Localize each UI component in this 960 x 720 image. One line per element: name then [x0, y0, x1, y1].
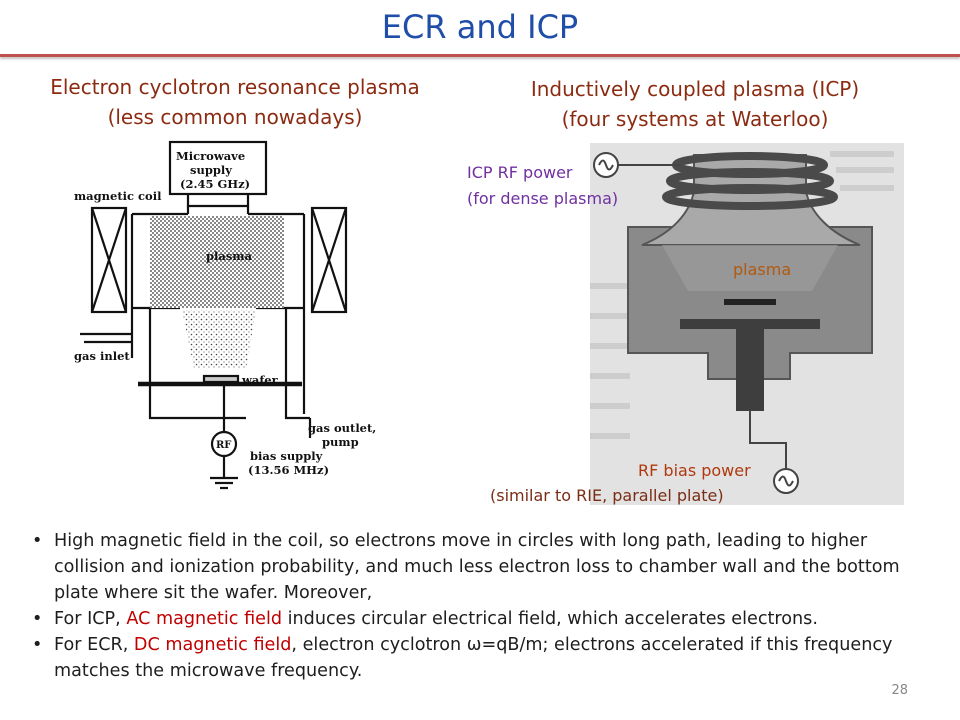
title-rule: [0, 54, 960, 57]
ecr-plasma-region: [150, 216, 284, 308]
gas-inlet-label: gas inlet: [74, 349, 130, 363]
bullet-pre: For ICP,: [54, 609, 127, 629]
bias-supply-label-2: (13.56 MHz): [248, 463, 329, 477]
icp-rf-power-line2: (for dense plasma): [467, 189, 619, 208]
icp-wafer: [724, 299, 776, 305]
bias-supply-label-1: bias supply: [250, 449, 323, 463]
ecr-title-line1: Electron cyclotron resonance plasma: [50, 75, 420, 99]
icp-rf-power-label: ICP RF power (for dense plasma): [467, 160, 618, 212]
magnetic-coil-label: magnetic coil: [74, 189, 162, 203]
slide-title: ECR and ICP: [381, 8, 579, 46]
bullet-highlight: AC magnetic field: [126, 609, 283, 629]
icp-electrode-stem: [736, 329, 764, 411]
bullet-text: High magnetic field in the coil, so elec…: [54, 531, 900, 603]
icp-title-line1: Inductively coupled plasma (ICP): [530, 77, 860, 101]
ecr-diagram: Microwave supply (2.45 GHz) magnetic coi…: [74, 140, 376, 490]
bullet-post: induces circular electrical field, which…: [282, 609, 818, 629]
bullet-highlight: DC magnetic field: [133, 635, 292, 655]
bullet-item: For ICP, AC magnetic field induces circu…: [32, 606, 912, 632]
rf-bias-note: (similar to RIE, parallel plate): [490, 486, 724, 505]
bullet-list: High magnetic field in the coil, so elec…: [32, 528, 912, 684]
microwave-label-2: supply: [190, 163, 232, 177]
icp-title: Inductively coupled plasma (ICP) (four s…: [480, 74, 910, 134]
icp-plasma-region: [662, 245, 838, 291]
icp-diagram: [590, 143, 904, 505]
magnetic-coil-left: [90, 206, 128, 314]
microwave-label-3: (2.45 GHz): [180, 177, 250, 191]
icp-plasma-label: plasma: [733, 260, 792, 279]
rf-label: RF: [216, 440, 231, 451]
wafer: [202, 374, 240, 384]
gas-outlet-label-2: pump: [322, 435, 359, 449]
icp-title-line2: (four systems at Waterloo): [561, 107, 829, 131]
microwave-supply-box: [168, 140, 268, 196]
ecr-plasma-plume: [182, 310, 256, 368]
ecr-title-line2: (less common nowadays): [107, 105, 363, 129]
icp-electrode: [680, 319, 820, 329]
icp-rf-power-line1: ICP RF power: [467, 163, 573, 182]
magnetic-coil-right: [310, 206, 348, 314]
bullet-post: , electron cyclotron ω=qB/m; electrons a…: [54, 635, 893, 681]
ecr-title: Electron cyclotron resonance plasma (les…: [20, 72, 450, 132]
microwave-label-1: Microwave: [176, 149, 245, 163]
bullet-item: High magnetic field in the coil, so elec…: [32, 528, 912, 606]
wafer-label: wafer: [241, 373, 279, 387]
ecr-plasma-label: plasma: [206, 249, 253, 263]
bullet-item: For ECR, DC magnetic field, electron cyc…: [32, 632, 912, 684]
page-number: 28: [891, 683, 908, 698]
gas-outlet-label-1: gas outlet,: [308, 421, 376, 435]
bullet-pre: For ECR,: [54, 635, 134, 655]
rf-bias-label: RF bias power: [638, 461, 751, 480]
